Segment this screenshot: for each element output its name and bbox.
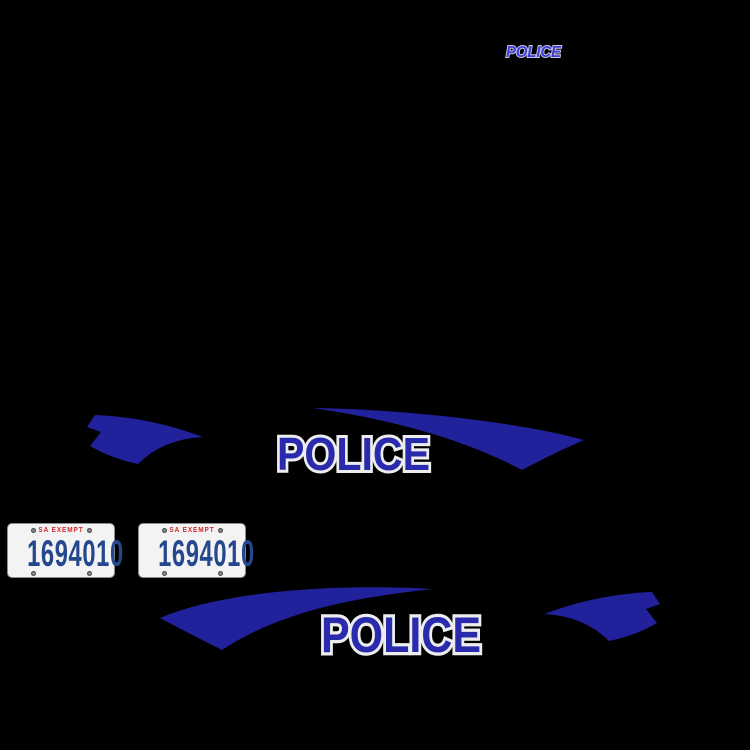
left-side-police-decal-text: POLICE: [277, 428, 430, 480]
top-police-decal-text: POLICE: [506, 44, 562, 61]
bolt-icon: [87, 528, 92, 533]
plate-number: 1694010: [158, 533, 255, 574]
right-side-rear-swoosh-decal: [544, 592, 660, 641]
license-plate: SA EXEMPT 1694010: [138, 523, 255, 578]
bolt-icon: [162, 571, 167, 576]
license-plate: SA EXEMPT 1694010: [7, 523, 124, 578]
bolt-icon: [162, 528, 167, 533]
plate-header-text: SA EXEMPT: [169, 527, 215, 534]
bolt-icon: [31, 571, 36, 576]
bolt-icon: [218, 571, 223, 576]
left-side-rear-swoosh-decal: [87, 415, 203, 464]
plate-header-text: SA EXEMPT: [38, 527, 84, 534]
plate-number: 1694010: [27, 533, 124, 574]
bolt-icon: [87, 571, 92, 576]
bolt-icon: [31, 528, 36, 533]
right-side-front-swoosh-decal: [160, 587, 433, 650]
left-side-front-swoosh-decal: [313, 408, 584, 470]
right-side-police-decal-text: POLICE: [321, 607, 481, 663]
bolt-icon: [218, 528, 223, 533]
